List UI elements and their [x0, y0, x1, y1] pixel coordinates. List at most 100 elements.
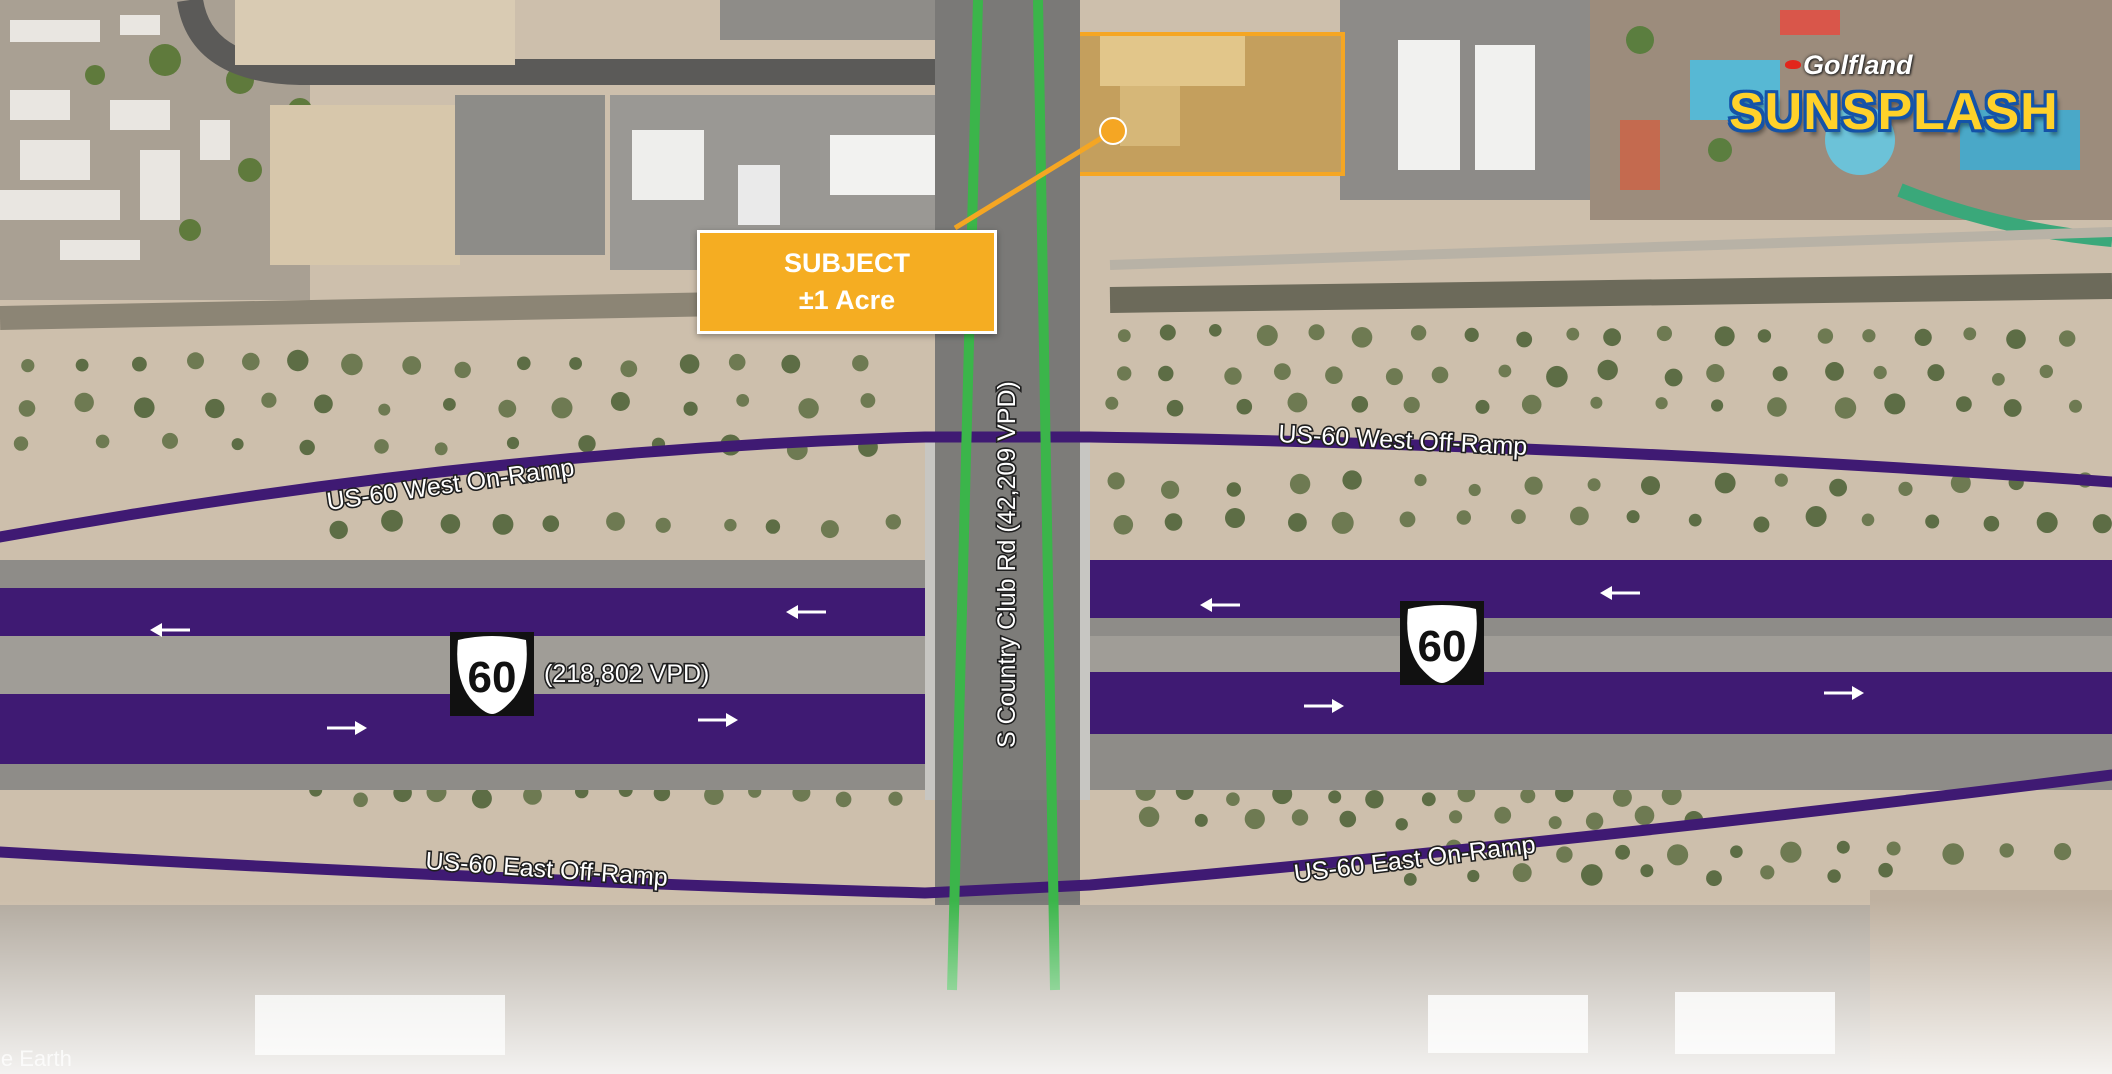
tree: [1494, 806, 1512, 824]
tree: [1467, 869, 1480, 883]
tree: [1655, 397, 1668, 410]
tree: [1498, 364, 1512, 378]
us-route-shield-icon: 60: [450, 632, 534, 716]
tree: [1664, 368, 1683, 387]
tree: [443, 398, 456, 411]
tree: [378, 403, 391, 416]
tree: [1825, 362, 1844, 381]
tree: [1209, 324, 1222, 337]
tree: [492, 514, 514, 535]
tree: [1805, 506, 1827, 527]
tree: [1615, 844, 1630, 860]
tree: [569, 357, 582, 370]
tree: [1365, 790, 1384, 809]
tree: [1884, 393, 1906, 415]
tree: [242, 352, 260, 371]
tree: [2059, 330, 2076, 347]
tree: [551, 397, 573, 419]
tree: [1836, 840, 1850, 854]
tree: [1546, 365, 1568, 388]
tree: [1585, 812, 1604, 830]
canal-bank: [1109, 227, 2112, 270]
tree: [679, 354, 700, 374]
tree: [1667, 844, 1689, 866]
tree: [434, 442, 448, 456]
shield-number-2: 60: [1418, 622, 1467, 671]
tree: [885, 514, 901, 530]
tree: [1342, 470, 1362, 490]
tree: [1524, 476, 1543, 495]
tree: [1656, 325, 1672, 342]
tree: [2006, 329, 2026, 350]
tree: [1780, 841, 1802, 863]
tree: [835, 791, 852, 808]
tree: [1328, 790, 1342, 804]
tree: [655, 517, 671, 533]
tree: [134, 397, 155, 419]
tree: [1105, 396, 1119, 410]
tree: [517, 356, 531, 371]
subject-building-2: [1120, 86, 1180, 146]
tree: [781, 354, 801, 374]
tree: [21, 359, 35, 373]
tree: [542, 515, 560, 532]
direction-arrow-icon: [698, 713, 738, 727]
tree: [1827, 869, 1841, 883]
tree: [1399, 511, 1416, 528]
tree: [610, 392, 630, 411]
tree: [1873, 365, 1887, 380]
tree: [95, 434, 110, 449]
tree: [1226, 792, 1240, 806]
house-roofs: [0, 15, 230, 260]
parking-lot: [455, 95, 605, 255]
tree: [353, 792, 368, 808]
frontage-street: [177, 0, 975, 85]
subject-parcel-outline: [1056, 32, 1345, 176]
tree: [75, 358, 89, 372]
tree: [1256, 325, 1278, 346]
tree: [1225, 508, 1245, 528]
tree: [1711, 399, 1724, 412]
tree: [1862, 329, 1876, 343]
tree: [1714, 326, 1735, 347]
tree: [1878, 862, 1893, 878]
direction-arrow-icon: [1200, 598, 1240, 612]
tree: [261, 392, 277, 408]
tree: [1774, 473, 1788, 487]
tree: [1914, 328, 1932, 346]
ramp-overlays: [0, 431, 2112, 899]
tree: [132, 356, 147, 372]
hotel-lot: [1340, 0, 1600, 200]
subject-acreage: ±1 Acre: [798, 285, 896, 315]
tree: [341, 353, 363, 376]
tree: [1410, 325, 1427, 341]
tree: [498, 399, 517, 418]
tree: [1757, 329, 1772, 343]
tree: [18, 400, 36, 417]
tree: [162, 432, 178, 449]
tree: [1403, 873, 1417, 886]
tree: [1950, 473, 1971, 493]
tree: [471, 788, 492, 809]
country-club-overlay: [947, 0, 1060, 991]
tree: [1274, 363, 1291, 380]
direction-arrow-icon: [1600, 586, 1640, 600]
subject-pin-icon: [1099, 117, 1127, 145]
tree: [454, 361, 471, 379]
tree: [888, 791, 903, 806]
commercial-building-2: [738, 165, 780, 225]
tree: [187, 352, 204, 370]
north-parking: [720, 0, 940, 40]
tree: [523, 786, 542, 805]
tree: [1942, 843, 1964, 865]
tree: [1464, 327, 1479, 342]
us-route-shield-icon: 60: [1400, 601, 1484, 685]
tree: [606, 512, 625, 531]
tree: [1590, 396, 1603, 409]
tree: [1456, 510, 1472, 525]
tree: [2039, 364, 2053, 379]
direction-arrow-icon: [786, 605, 826, 619]
tree: [1449, 810, 1463, 824]
tree: [1706, 364, 1725, 383]
tree: [578, 435, 596, 453]
